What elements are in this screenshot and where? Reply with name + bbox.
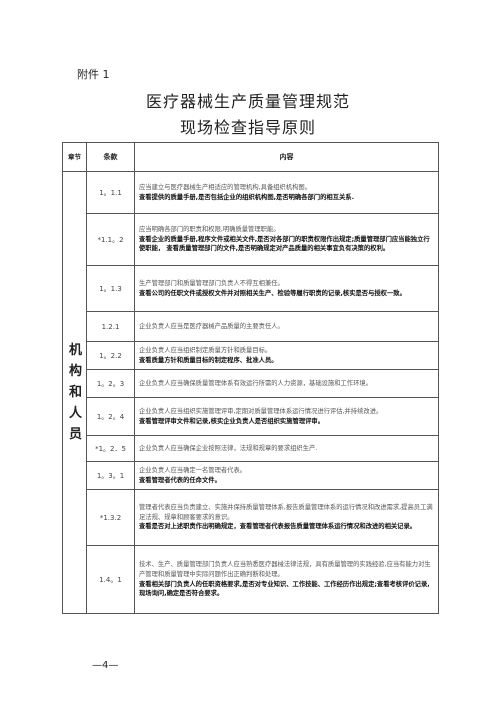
clause-cell: 1.4。1 — [86, 545, 135, 614]
requirement-text: 企业负责人应当确定一名管理者代表。 — [139, 466, 247, 474]
check-text: 查看管理评审文件和记录,核实企业负责人是否组织实施管理评审。 — [139, 417, 325, 425]
content-cell: 企业负责人应当确保质量管理体系有效运行所需的人力资源，基础设施和工作环境。 — [134, 369, 439, 398]
check-text: 查看提供的质量手册,是否包括企业的组织机构图,是否明确各部门的相互关系. — [139, 193, 354, 201]
check-text: 查看质量方针和质量目标的制定程序、批准人员。 — [139, 356, 278, 364]
clause-cell: 1。1.1 — [86, 171, 135, 214]
requirement-text: 企业负责人应当组织实施管理评审,定期对质量管理体系运行情况进行评估,并持续改进。 — [139, 407, 383, 415]
annex-label: 附件 1 — [77, 68, 110, 81]
requirement-text: 企业负责人应当确保质量管理体系有效运行所需的人力资源，基础设施和工作环境。 — [139, 379, 372, 387]
clause-cell: *1.1。2 — [86, 213, 135, 266]
table-row: 1。3。1 企业负责人应当确定一名管理者代表。 查看管理者代表的任命文件。 — [63, 461, 439, 490]
table-row: *1.3.2 管理者代表应当负责建立、实施并保持质量管理体系,报告质量管理体系的… — [63, 489, 439, 546]
content-cell: 应当建立与医疗器械生产相适应的管理机构,具备组织机构图。 查看提供的质量手册,是… — [134, 171, 439, 214]
table-row: 机构和人员 1。1.1 应当建立与医疗器械生产相适应的管理机构,具备组织机构图。… — [62, 171, 439, 614]
inspection-table: 章节 条款 内容 机构和人员 1。1.1 应当建立与医疗器械生产相适应的管理机构… — [62, 142, 439, 614]
requirement-text: 技术、生产、质量管理部门负责人应当熟悉医疗器械法律法规，具有质量管理的实践经验,… — [139, 560, 431, 578]
clause-cell: 1。3。1 — [86, 461, 135, 490]
clause-cell: 1。1.3 — [86, 265, 135, 312]
header-chapter: 章节 — [62, 142, 87, 172]
check-text: 查看是否对上述职责作出明确规定，查看管理者代表报告质量管理体系运行情况和改进的相… — [139, 523, 417, 531]
requirement-text: 应当明确各部门的职责和权限,明确质量管理职能。 — [139, 225, 280, 233]
clause-cell: *1。2．5 — [86, 435, 135, 462]
document-title-line1: 医疗器械生产质量管理规范 — [145, 92, 350, 111]
table-row: 1。2。4 企业负责人应当组织实施管理评审,定期对质量管理体系运行情况进行评估,… — [63, 397, 439, 436]
table-row: 1.2.1 企业负责人应当是医疗器械产品质量的主要责任人。 — [63, 311, 439, 342]
page-number: —4— — [92, 660, 119, 671]
table-row: *1.1。2 应当明确各部门的职责和权限,明确质量管理职能。 查看企业的质量手册… — [63, 213, 439, 266]
content-cell: 企业负责人应当组织制定质量方针和质量目标。 查看质量方针和质量目标的制定程序、批… — [134, 341, 439, 370]
requirement-text: 企业负责人应当组织制定质量方针和质量目标。 — [139, 346, 272, 354]
clause-cell: 1.2.1 — [86, 311, 135, 342]
check-text: 查看企业的质量手册,程序文件或相关文件,是否对各部门的职责权限作出规定;质量管理… — [139, 235, 430, 253]
check-text: 查看管理者代表的任命文件。 — [139, 476, 221, 484]
clause-cell: 1。2。4 — [86, 397, 135, 436]
requirement-text: 企业负责人应当确保企业按照法律，法规和规章的要求组织生产. — [139, 444, 318, 452]
table-row: *1。2．5 企业负责人应当确保企业按照法律，法规和规章的要求组织生产. — [63, 435, 439, 462]
requirement-text: 应当建立与医疗器械生产相适应的管理机构,具备组织机构图。 — [139, 183, 312, 191]
content-cell: 企业负责人应当确定一名管理者代表。 查看管理者代表的任命文件。 — [134, 461, 439, 490]
header-clause: 条款 — [86, 142, 135, 172]
check-text: 查看相关部门负责人的任职资格要求,是否对专业知识、工作技能、工作经历作出规定;查… — [139, 580, 430, 598]
table-header-row: 章节 条款 内容 — [62, 142, 439, 172]
content-cell: 技术、生产、质量管理部门负责人应当熟悉医疗器械法律法规，具有质量管理的实践经验,… — [134, 545, 439, 614]
content-cell: 管理者代表应当负责建立、实施并保持质量管理体系,报告质量管理体系的运行情况和改进… — [134, 489, 439, 546]
content-cell: 企业负责人应当组织实施管理评审,定期对质量管理体系运行情况进行评估,并持续改进。… — [134, 397, 439, 436]
content-cell: 生产管理部门和质量管理部门负责人不得互相兼任。 查看公司的任职文件或授权文件并对… — [134, 265, 439, 312]
table-row: 1。2.2 企业负责人应当组织制定质量方针和质量目标。 查看质量方针和质量目标的… — [63, 341, 439, 370]
requirement-text: 企业负责人应当是医疗器械产品质量的主要责任人。 — [139, 322, 284, 330]
table-row: 1。2。3 企业负责人应当确保质量管理体系有效运行所需的人力资源，基础设施和工作… — [63, 369, 439, 398]
content-cell: 应当明确各部门的职责和权限,明确质量管理职能。 查看企业的质量手册,程序文件或相… — [134, 213, 439, 266]
header-content: 内容 — [134, 142, 439, 172]
chapter-cell: 机构和人员 — [62, 171, 87, 614]
content-cell: 企业负责人应当是医疗器械产品质量的主要责任人。 — [134, 311, 439, 342]
clause-cell: *1.3.2 — [86, 489, 135, 546]
clause-cell: 1。2。3 — [86, 369, 135, 398]
requirement-text: 生产管理部门和质量管理部门负责人不得互相兼任。 — [139, 279, 284, 287]
requirement-text: 管理者代表应当负责建立、实施并保持质量管理体系,报告质量管理体系的运行情况和改进… — [139, 503, 433, 521]
table-row: 1.4。1 技术、生产、质量管理部门负责人应当熟悉医疗器械法律法规，具有质量管理… — [63, 545, 439, 614]
document-title-line2: 现场检查指导原则 — [179, 118, 316, 137]
clause-cell: 1。2.2 — [86, 341, 135, 370]
content-cell: 企业负责人应当确保企业按照法律，法规和规章的要求组织生产. — [134, 435, 439, 462]
table-row: 1。1.3 生产管理部门和质量管理部门负责人不得互相兼任。 查看公司的任职文件或… — [63, 265, 439, 312]
check-text: 查看公司的任职文件或授权文件并对照相关生产、检验等履行职责的记录,核实是否与授权… — [139, 289, 406, 297]
